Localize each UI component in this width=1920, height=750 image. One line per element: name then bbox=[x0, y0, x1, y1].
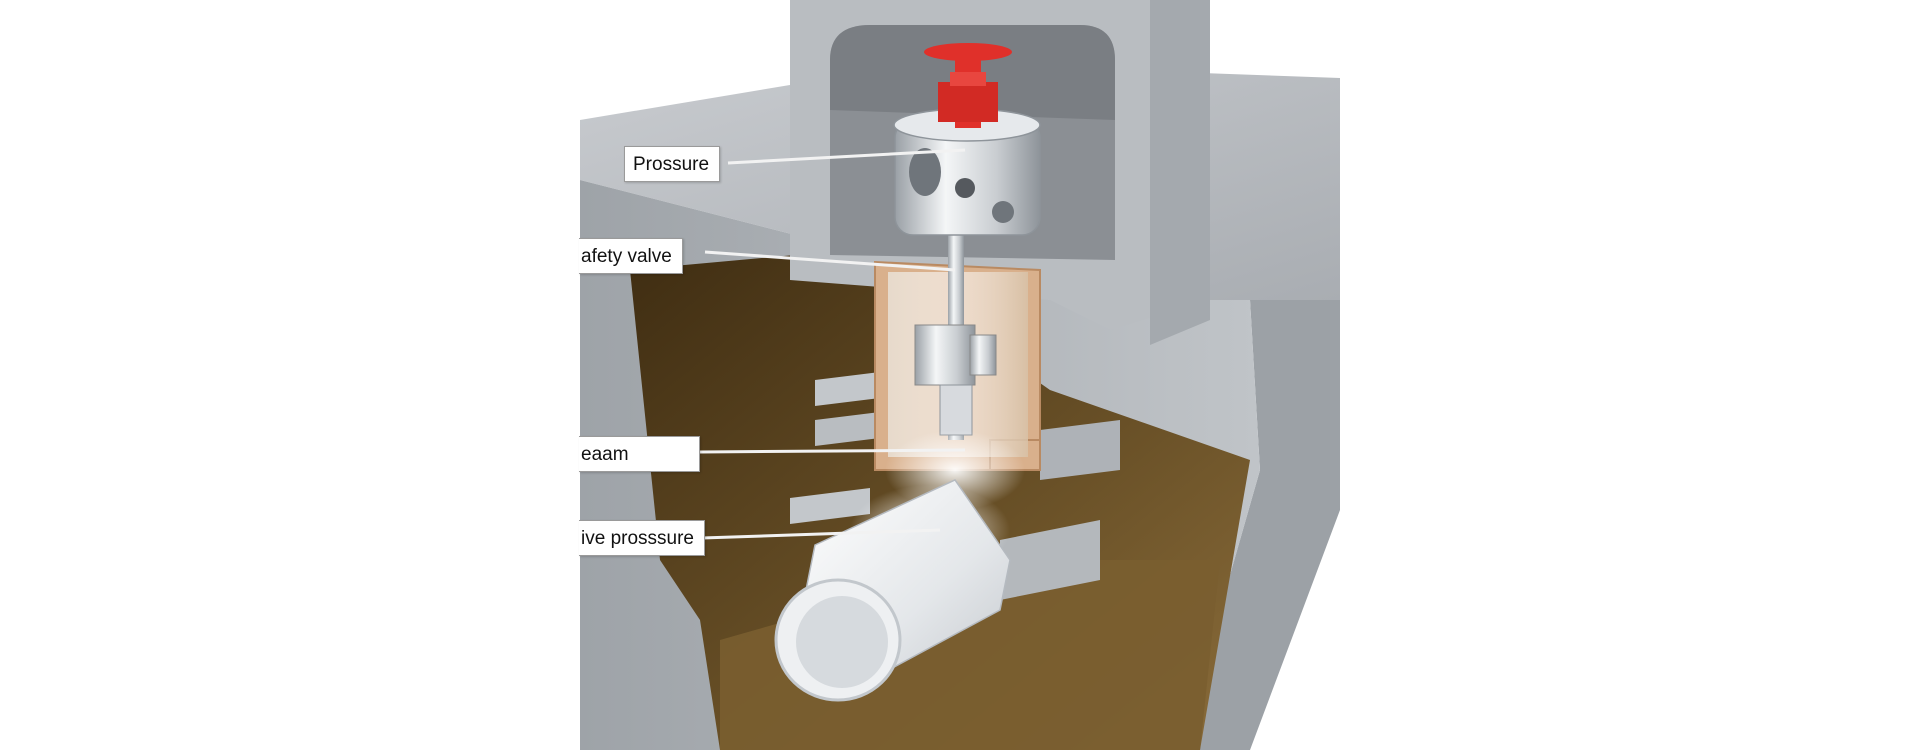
label-valve-pressure: ive prosssure bbox=[579, 520, 705, 556]
label-pressure: Prossure bbox=[624, 146, 721, 182]
valve-handwheel-icon bbox=[924, 43, 1012, 128]
ledge-3 bbox=[790, 488, 870, 524]
leader-line-safety-valve bbox=[704, 250, 956, 272]
ledge-1 bbox=[815, 372, 880, 406]
label-steam: eaam bbox=[579, 436, 700, 472]
ledge-right-2 bbox=[1000, 520, 1100, 600]
valve-spring-housing bbox=[914, 324, 976, 386]
valve-spring bbox=[939, 384, 973, 436]
chimney-right-face bbox=[1150, 0, 1210, 345]
valve-port-right bbox=[992, 201, 1014, 223]
valve-port-center bbox=[955, 178, 975, 198]
valve-nut bbox=[969, 334, 997, 376]
leader-line-valve-pressure bbox=[701, 528, 941, 540]
ledge-2 bbox=[815, 412, 880, 446]
label-safety-valve: afety valve bbox=[579, 238, 683, 274]
ledge-right-1 bbox=[1040, 420, 1120, 480]
concrete-block-right-face bbox=[1180, 300, 1340, 750]
leader-line-pressure bbox=[727, 148, 966, 165]
valve-port-left bbox=[909, 148, 941, 196]
leader-line-steam bbox=[699, 448, 966, 454]
pipe-mouth-inner bbox=[796, 596, 888, 688]
